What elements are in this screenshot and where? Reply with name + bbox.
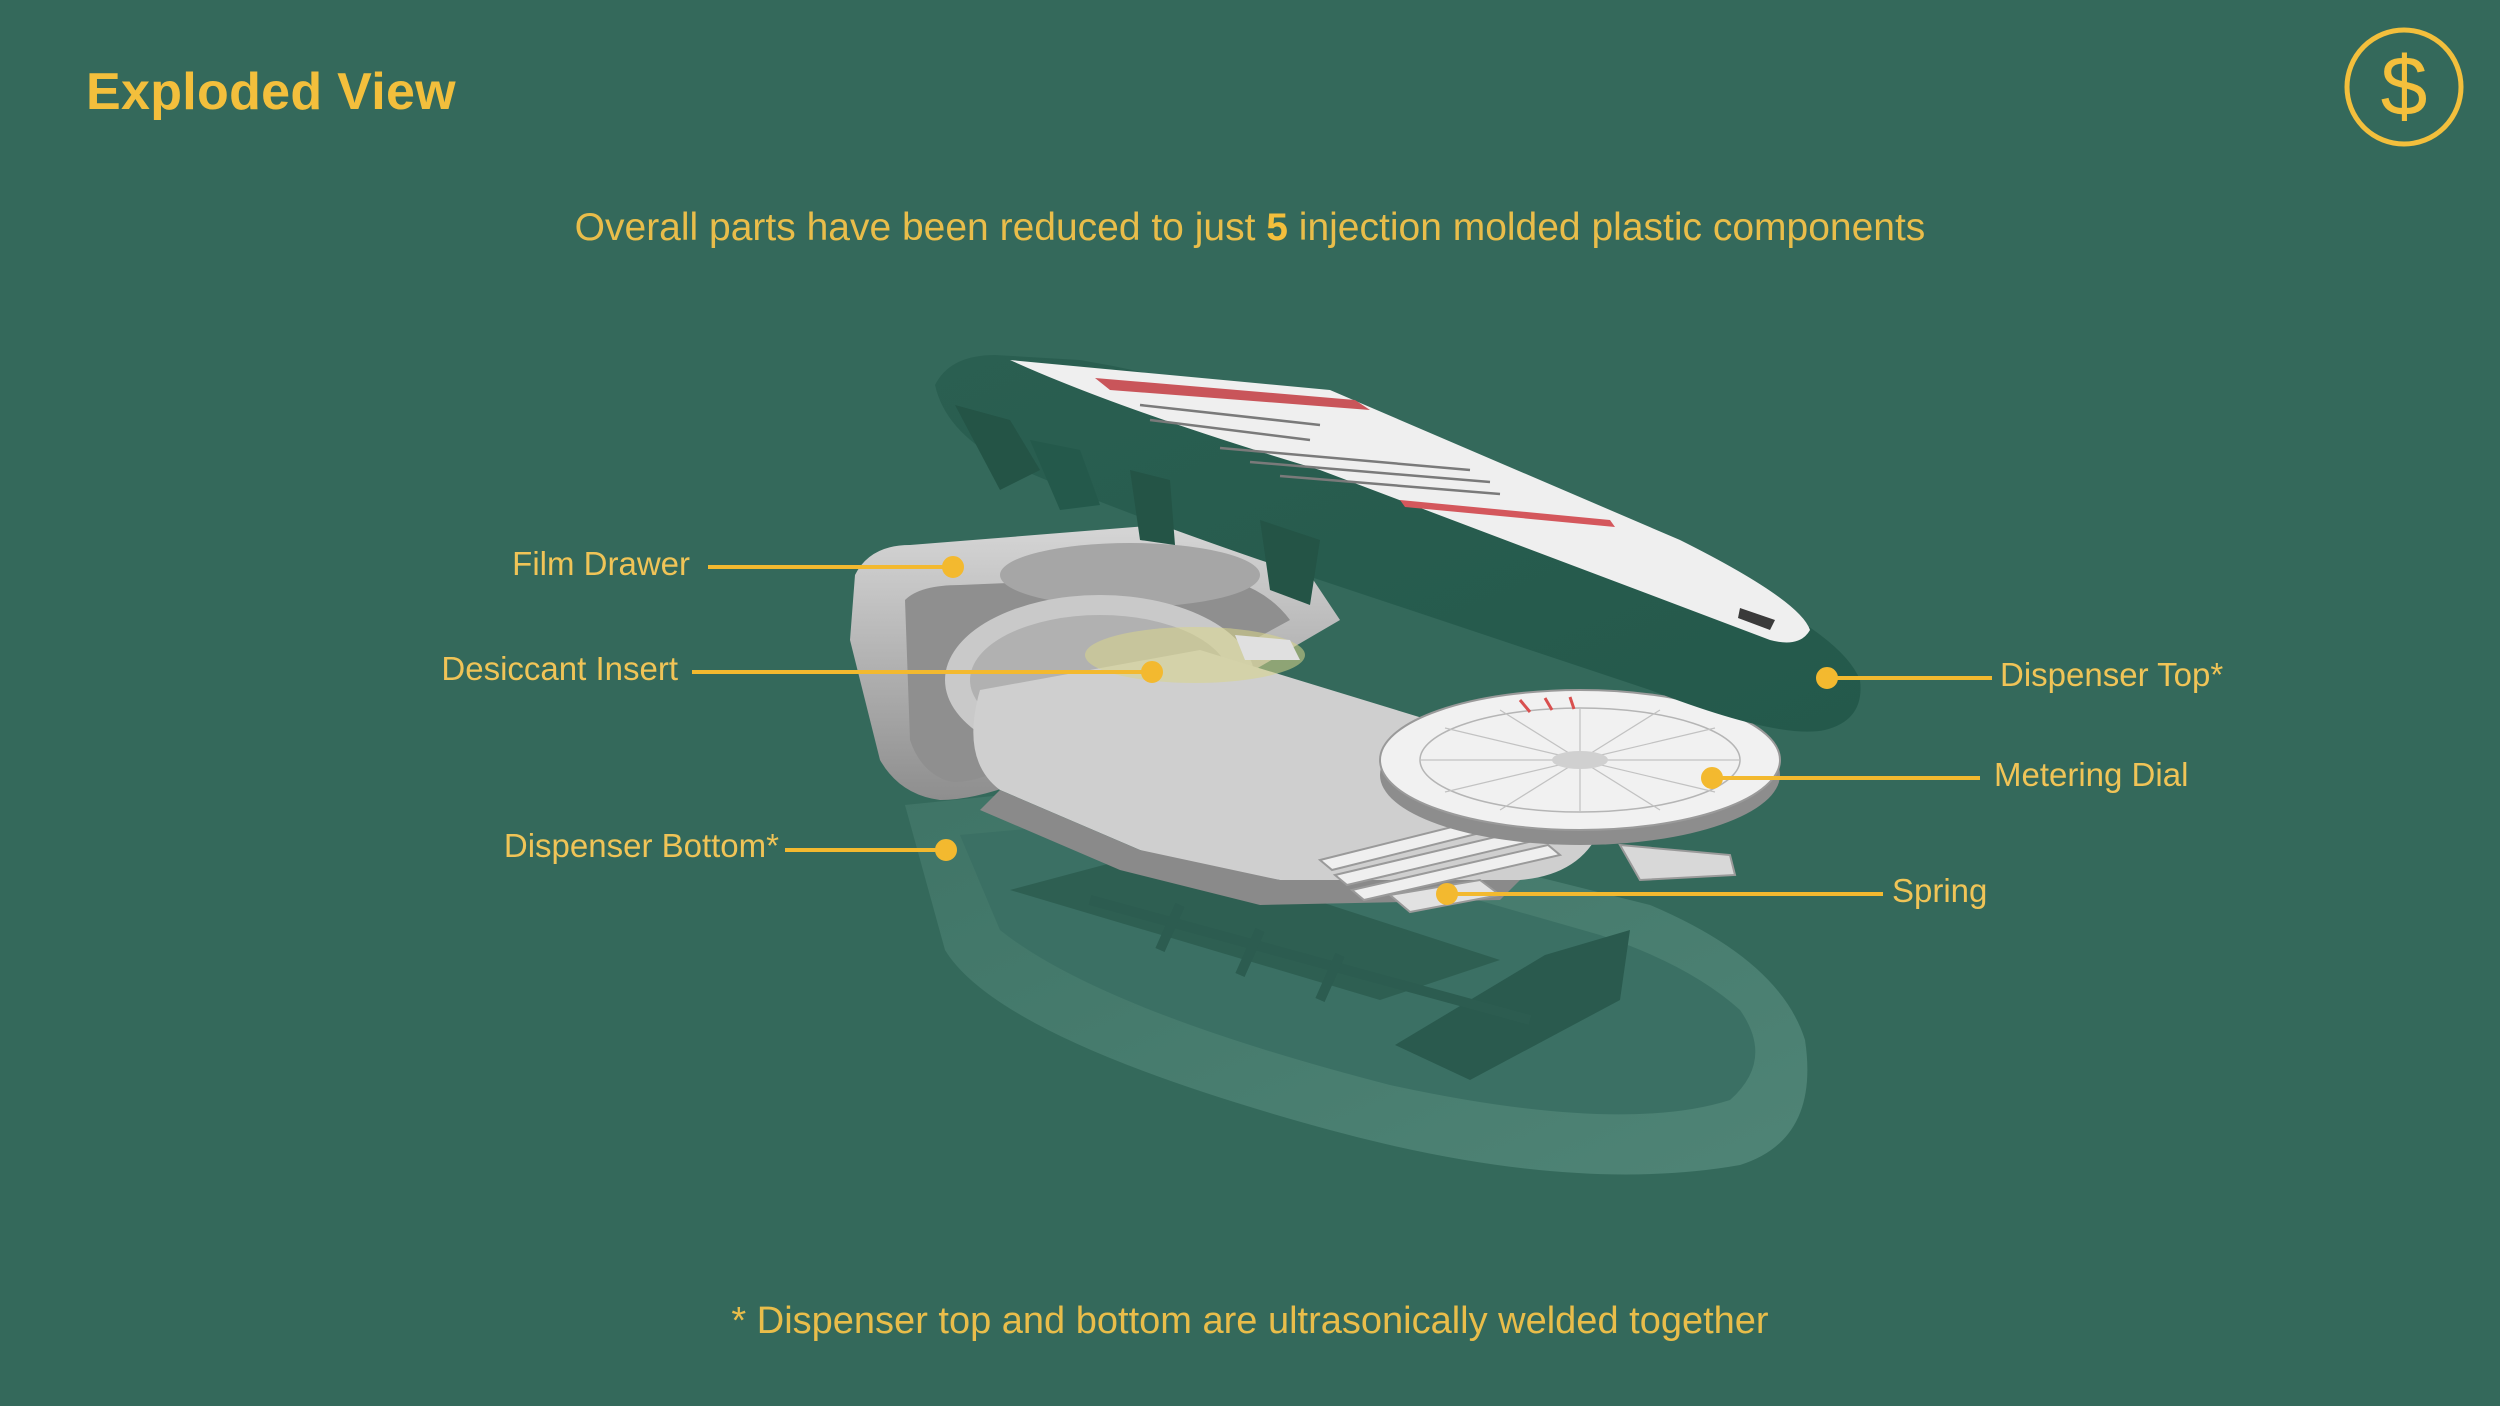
metering-dial-dot xyxy=(1701,767,1723,789)
label-film-drawer: Film Drawer xyxy=(512,545,690,582)
footnote: * Dispenser top and bottom are ultrasoni… xyxy=(731,1300,1769,1342)
subtitle-after: injection molded plastic components xyxy=(1287,206,1926,249)
subtitle: Overall parts have been reduced to just … xyxy=(0,206,2500,250)
metering-dial-part xyxy=(1379,689,1781,845)
subtitle-before: Overall parts have been reduced to just xyxy=(574,206,1267,249)
desiccant-insert-part xyxy=(1085,627,1305,683)
spring-dot xyxy=(1436,883,1458,905)
dispenser-bottom-part xyxy=(905,780,1808,1175)
film-drawer-dot xyxy=(942,556,964,578)
label-metering-dial: Metering Dial xyxy=(1994,756,2189,793)
label-dispenser-top: Dispenser Top* xyxy=(2000,656,2224,693)
dollar-circle-icon: $ xyxy=(2344,27,2464,147)
desiccant-insert-dot xyxy=(1141,661,1163,683)
dispenser-bottom-dot xyxy=(935,839,957,861)
label-desiccant-insert: Desiccant Insert xyxy=(441,650,678,687)
dispenser-top-dot xyxy=(1816,667,1838,689)
label-dispenser-bottom: Dispenser Bottom* xyxy=(503,827,779,864)
dollar-glyph: $ xyxy=(2381,39,2428,133)
label-spring: Spring xyxy=(1892,872,1988,909)
dispenser-top-part xyxy=(935,355,1861,732)
component-count: 5 xyxy=(1266,206,1288,249)
page-title: Exploded View xyxy=(86,63,456,121)
